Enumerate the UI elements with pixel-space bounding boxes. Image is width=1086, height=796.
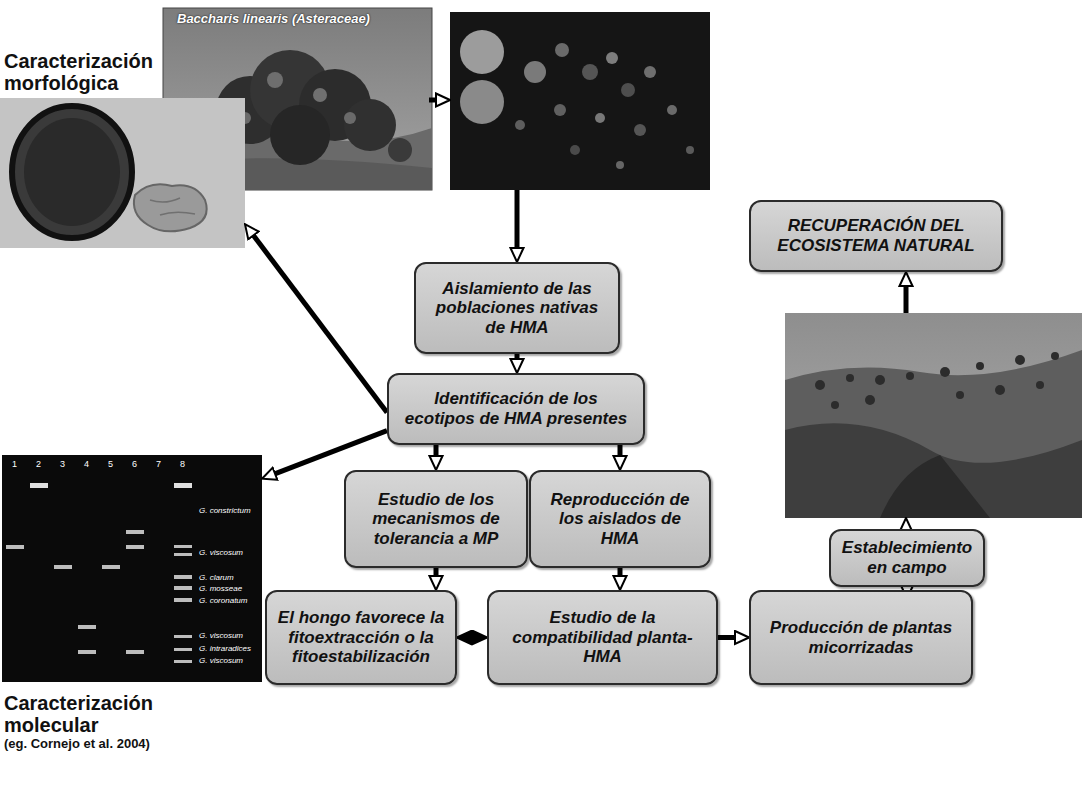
node-text: Caracterización morfológica (0, 50, 214, 94)
process-box: Aislamiento de las poblaciones nativas d… (414, 262, 620, 354)
node-text: Estudio de la compatibilidad planta-HMA (497, 608, 708, 667)
lane-number: 4 (84, 459, 89, 469)
flow-arrow (904, 278, 909, 313)
process-box: Establecimiento en campo (829, 529, 985, 586)
field-photo (785, 313, 1082, 518)
band-label: G. mosseae (199, 584, 242, 593)
node-text: El hongo favorece la fitoextracción o la… (275, 608, 447, 667)
node-text: Reproducción de los aislados de HMA (539, 490, 701, 549)
band-label: G. viscosum (199, 548, 243, 557)
lane-number: 5 (108, 459, 113, 469)
band-label: G. intraradices (199, 644, 251, 653)
process-box: Producción de plantas micorrizadas (749, 590, 973, 685)
spores-photo (450, 12, 710, 190)
node-text: Estudio de los mecanismos de tolerancia … (354, 490, 518, 549)
photo-node: Caracterización morfológica (0, 50, 245, 248)
flow-arrow (434, 445, 439, 464)
band-label: G. clarum (199, 573, 234, 582)
node-text: Establecimiento en campo (839, 538, 975, 577)
result-box: RECUPERACIÓN DEL ECOSISTEMA NATURAL (749, 200, 1003, 272)
spore-micrograph (0, 98, 245, 248)
flow-arrow (515, 190, 520, 256)
lane-number: 3 (60, 459, 65, 469)
lane-number: 7 (156, 459, 161, 469)
gel-image (2, 455, 262, 682)
lane-number: 2 (36, 459, 41, 469)
flow-arrow (515, 354, 520, 367)
flow-arrow (429, 98, 444, 103)
node-text: Baccharis linearis (Asteraceae) (177, 11, 370, 26)
lane-number: 8 (180, 459, 185, 469)
flow-arrow (463, 635, 481, 640)
photo-node: Baccharis linearis (Asteraceae) (163, 8, 432, 190)
flow-arrow (249, 229, 387, 413)
node-text: Producción de plantas micorrizadas (759, 618, 963, 657)
node-text: Caracterización molecular (0, 692, 189, 736)
node-text: RECUPERACIÓN DEL ECOSISTEMA NATURAL (759, 216, 993, 255)
flow-arrow (618, 568, 623, 584)
node-note: (eg. Cornejo et al. 2004) (0, 736, 262, 752)
node-text: Aislamiento de las poblaciones nativas d… (424, 279, 610, 338)
band-label: G. viscosum (199, 656, 243, 665)
node-text: Identificación de los ecotipos de HMA pr… (397, 389, 635, 428)
process-box: Identificación de los ecotipos de HMA pr… (387, 373, 645, 445)
band-label: G. coronatum (199, 596, 247, 605)
flow-arrow (434, 568, 439, 584)
lane-number: 1 (12, 459, 17, 469)
flow-arrow (618, 445, 623, 464)
band-label: G. viscosum (199, 631, 243, 640)
lane-number: 6 (132, 459, 137, 469)
process-box: Estudio de la compatibilidad planta-HMA (487, 590, 718, 685)
process-box: Reproducción de los aislados de HMA (529, 470, 711, 568)
flow-arrow (718, 635, 743, 640)
process-box: El hongo favorece la fitoextracción o la… (265, 590, 457, 685)
band-label: G. constrictum (199, 506, 251, 515)
process-box: Estudio de los mecanismos de tolerancia … (344, 470, 528, 568)
